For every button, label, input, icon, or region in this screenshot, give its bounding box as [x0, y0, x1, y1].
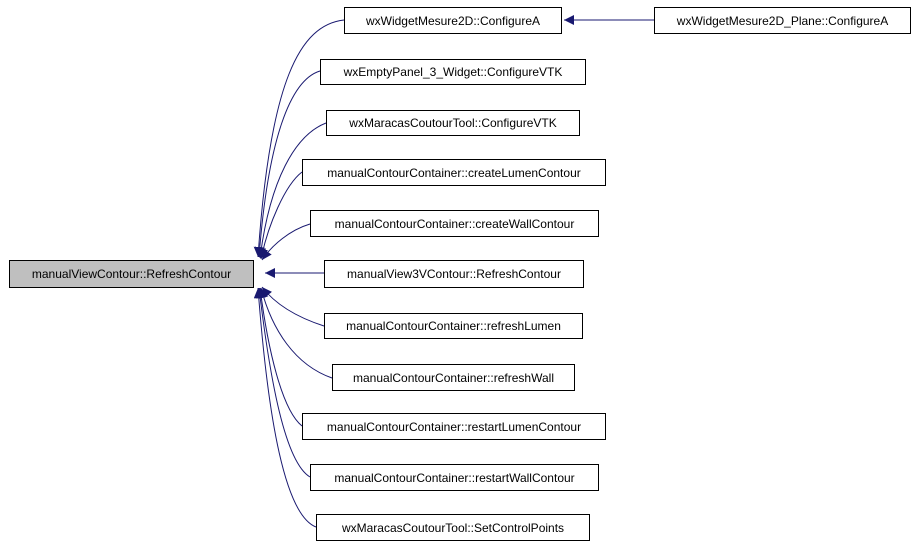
edge-refreshlumen: [261, 286, 325, 327]
edge-setcontrolpoints: [253, 287, 317, 528]
caller-node-createwallcontour[interactable]: manualContourContainer::createWallContou…: [310, 210, 599, 237]
caller-node-wxemptypanel-configurevtk[interactable]: wxEmptyPanel_3_Widget::ConfigureVTK: [320, 59, 586, 85]
caller-node-restartlumencontour[interactable]: manualContourContainer::restartLumenCont…: [302, 413, 606, 440]
edge-restartwall: [255, 287, 311, 478]
caller-node-restartwallcontour[interactable]: manualContourContainer::restartWallConto…: [310, 464, 599, 491]
caller-node-refreshwall[interactable]: manualContourContainer::refreshWall: [332, 364, 575, 391]
edge-createwall: [261, 223, 311, 261]
edge-configurevtk-tool: [256, 122, 327, 259]
edge-configurea: [253, 19, 345, 258]
second-level-node-wxwidgetmesure2d-plane-configurea[interactable]: wxWidgetMesure2D_Plane::ConfigureA: [654, 7, 911, 34]
caller-node-refreshlumen[interactable]: manualContourContainer::refreshLumen: [324, 313, 583, 339]
caller-node-wxmaracascoutourtool-configurevtk[interactable]: wxMaracasCoutourTool::ConfigureVTK: [326, 110, 580, 136]
edge-restartlumen: [256, 287, 303, 427]
root-node-refresh-contour[interactable]: manualViewContour::RefreshContour: [9, 260, 254, 288]
edge-configurevtk-panel: [254, 70, 321, 258]
edge-refreshwall: [258, 287, 333, 379]
caller-node-manualview3vcontour-refreshcontour[interactable]: manualView3VContour::RefreshContour: [324, 260, 584, 288]
edge-createlumen: [258, 171, 303, 260]
caller-node-createlumencontour[interactable]: manualContourContainer::createLumenConto…: [302, 159, 606, 186]
caller-node-wxwidgetmesure2d-configurea[interactable]: wxWidgetMesure2D::ConfigureA: [344, 7, 562, 34]
caller-node-setcontrolpoints[interactable]: wxMaracasCoutourTool::SetControlPoints: [316, 514, 590, 541]
